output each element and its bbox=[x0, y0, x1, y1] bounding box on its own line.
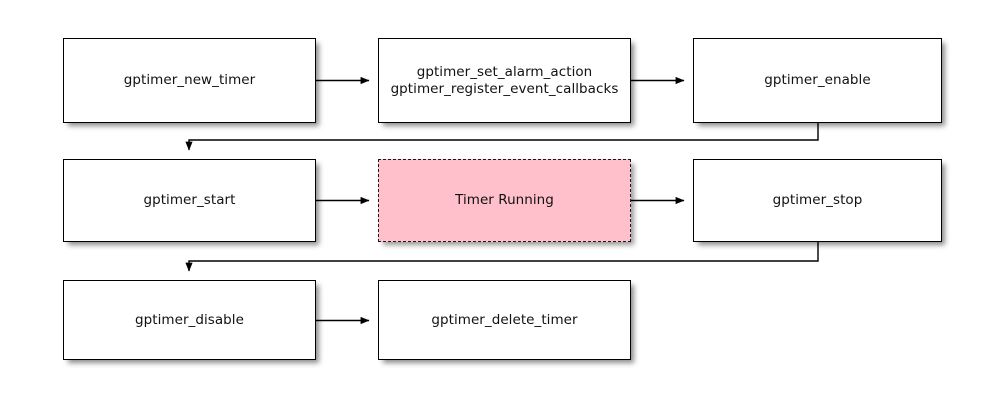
node-label: gptimer_new_timer bbox=[123, 72, 256, 88]
node-gptimer-enable[interactable]: gptimer_enable bbox=[693, 38, 942, 123]
node-gptimer-disable[interactable]: gptimer_disable bbox=[63, 280, 316, 360]
node-label: Timer Running bbox=[455, 192, 554, 208]
node-label: gptimer_set_alarm_action gptimer_registe… bbox=[390, 63, 619, 97]
node-label: gptimer_delete_timer bbox=[431, 311, 578, 328]
edge-stop-to-disable bbox=[185, 242, 819, 272]
edge-enable-to-start bbox=[185, 123, 819, 151]
node-label: gptimer_disable bbox=[135, 311, 244, 328]
node-gptimer-stop[interactable]: gptimer_stop bbox=[693, 159, 942, 242]
node-timer-running[interactable]: Timer Running bbox=[378, 159, 631, 242]
node-label: gptimer_enable bbox=[764, 72, 871, 88]
node-gptimer-new-timer[interactable]: gptimer_new_timer bbox=[63, 38, 316, 123]
node-label: gptimer_stop bbox=[772, 192, 863, 208]
node-label: gptimer_start bbox=[143, 192, 236, 208]
node-gptimer-delete-timer[interactable]: gptimer_delete_timer bbox=[378, 280, 631, 360]
node-gptimer-start[interactable]: gptimer_start bbox=[63, 159, 316, 242]
node-gptimer-set-alarm-action[interactable]: gptimer_set_alarm_action gptimer_registe… bbox=[378, 38, 631, 123]
